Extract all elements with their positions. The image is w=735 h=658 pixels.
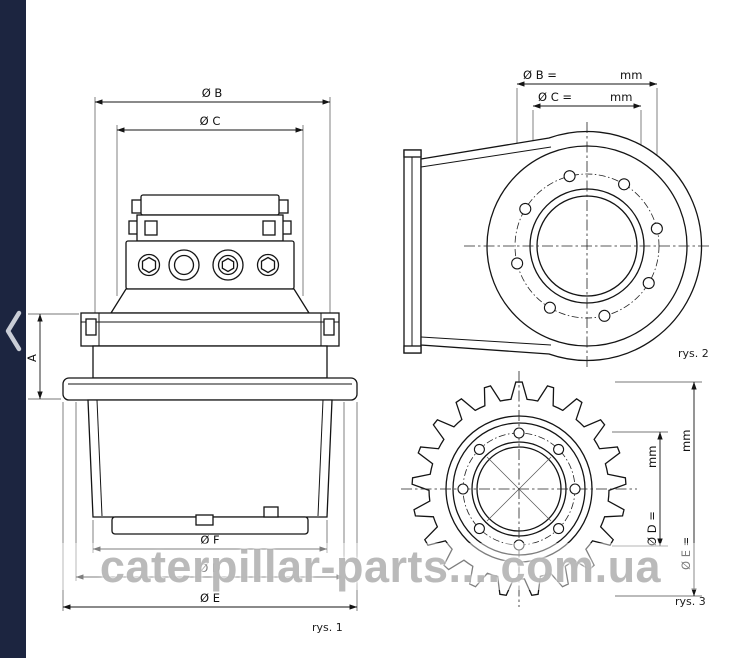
hex-plug-head — [141, 256, 157, 274]
bolt-hole — [553, 523, 565, 535]
dim-label-c: Ø C — [200, 114, 221, 128]
bolt-hole — [513, 539, 525, 551]
hex-socket — [221, 257, 235, 273]
bolt-hole — [513, 427, 525, 439]
bolt-hole — [473, 443, 485, 455]
drive-drum — [87, 399, 333, 518]
dim-label-d: Ø D — [199, 561, 221, 575]
mounting-flange — [80, 312, 340, 347]
fig2-bolt-holes — [511, 170, 663, 322]
fig3-bore-cross — [486, 456, 552, 522]
fig3-caption: rys. 3 — [675, 595, 706, 608]
motor-shoulder — [109, 288, 311, 314]
fig1-motor-body — [62, 194, 358, 535]
dim-label-b2: Ø B = — [523, 68, 557, 82]
motor-neck — [92, 345, 328, 379]
cover-latch — [144, 220, 158, 236]
bolt-hole — [473, 523, 485, 535]
flange-bolt-slot — [323, 318, 335, 336]
sidebar-strip — [0, 0, 26, 658]
fig2-dimension-lines — [516, 81, 658, 109]
dim-label-e: Ø E — [200, 591, 220, 605]
fig1-extension-lines — [28, 97, 358, 611]
dim-label-e3: Ø E = — [679, 537, 693, 570]
sprocket-flange-ring — [62, 377, 358, 401]
fig3-dimension-lines — [657, 381, 697, 597]
bolt-hole — [642, 277, 655, 290]
motor-top-lid — [140, 194, 280, 216]
bolt-hole — [511, 257, 524, 270]
dim-label-c2: Ø C = — [538, 90, 572, 104]
dim-unit-d3: mm — [645, 446, 659, 468]
flange-bolt-slot — [85, 318, 97, 336]
fig2-caption: rys. 2 — [678, 347, 709, 360]
fig3-bolt-holes — [457, 427, 581, 551]
bolt-hole — [563, 170, 576, 183]
cover-band — [136, 214, 284, 242]
bolt-hole — [650, 222, 663, 235]
flange-end — [403, 345, 422, 354]
bolt-hole — [598, 309, 611, 322]
bolt-hole — [569, 483, 581, 495]
dim-unit-c2: mm — [610, 90, 632, 104]
dim-unit-e3: mm — [679, 430, 693, 452]
cover-latch — [262, 220, 276, 236]
figure2-side-view: Ø B = mm Ø C = mm rys. 2 — [403, 68, 710, 370]
dim-unit-b2: mm — [620, 68, 642, 82]
figure3-sprocket-view: mm Ø D = mm Ø E = rys. 3 — [401, 371, 706, 608]
drain-plug — [263, 506, 279, 518]
bolt-hole — [553, 443, 565, 455]
bolt-hole — [618, 178, 631, 191]
fig1-caption: rys. 1 — [312, 621, 343, 634]
dim-label-b: Ø B — [202, 86, 223, 100]
drain-plug — [195, 514, 214, 526]
dim-label-f: Ø F — [200, 533, 219, 547]
dim-label-a: A — [25, 354, 39, 362]
fig1-dimension-lines — [37, 99, 358, 610]
bolt-hole — [543, 301, 556, 314]
dim-label-d3: Ø D = — [645, 511, 659, 546]
hydraulic-port-bore — [173, 254, 195, 276]
hex-plug-head — [260, 256, 276, 274]
fig2-centerlines — [464, 122, 710, 370]
figure1-front-view: Ø B Ø C A Ø F Ø D Ø E rys. 1 — [25, 86, 358, 634]
bolt-hole — [457, 483, 469, 495]
chevron-left-icon[interactable] — [5, 310, 22, 352]
bolt-hole — [519, 202, 532, 215]
flange-end — [403, 149, 422, 158]
